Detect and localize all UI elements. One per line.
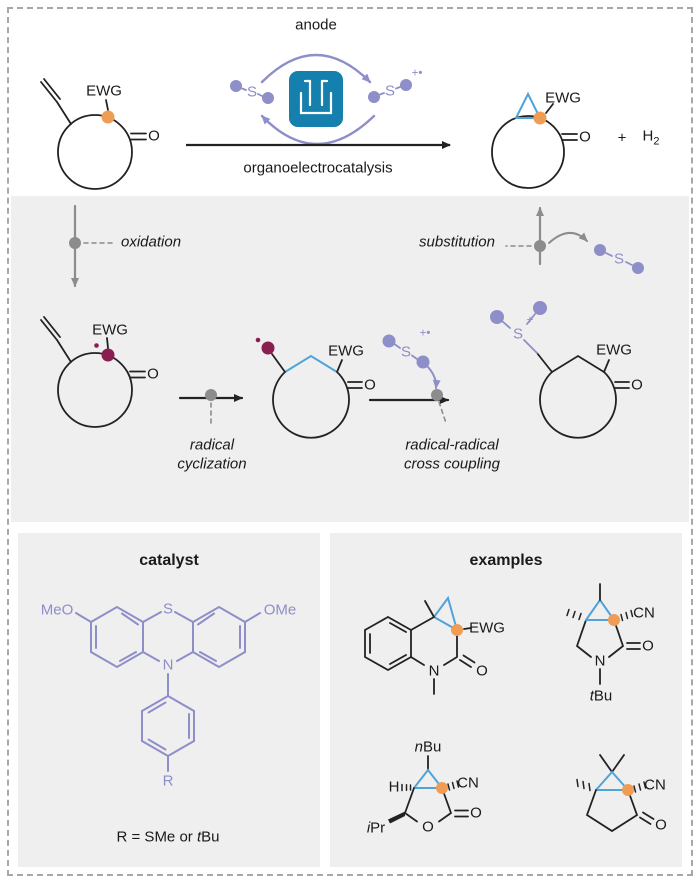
example-2-structure [566,583,641,685]
sulfonium-ewg-label: EWG [596,341,632,359]
radical-cation-charge: +• [411,67,423,80]
mediator-charge: +• [419,327,431,340]
example-1-structure [364,595,476,695]
cross-coupling-arrow [368,334,450,424]
radical-cation-mediator-right [368,79,412,103]
product-o-label: O [579,128,591,146]
cyclized-ewg-label: EWG [328,342,364,360]
mediator-curved-arrow [427,366,441,389]
example-1-o-label: O [476,662,488,680]
substitution-label: substitution [419,233,495,251]
released-s-label: S [613,250,625,268]
example-3-cn-label: CN [457,774,479,792]
catalyst-dot [205,389,217,401]
cyclization-arrow [178,389,244,427]
quaternary-carbon-orange-dot [608,614,620,626]
quaternary-carbon-orange-dot [451,624,463,636]
radical-substrate-o-label: O [147,365,159,383]
radical-carbon-maroon-dot [261,341,275,355]
example-3-ipr-label: iPr [366,819,386,837]
electrolysis-cell-icon [289,71,343,127]
phenothiazine-n-label: N [162,656,174,674]
substrate-ewg-label: EWG [86,82,122,100]
substrate-structure [40,78,147,190]
example-2-tbu-label: tBu [589,687,613,705]
mechanism-panel [11,196,689,522]
example-3-ring-o-label: O [422,818,434,836]
example-3-nbu-label: nBu [414,738,442,756]
example-2-n-label: N [594,652,606,670]
phenothiazine-structure [75,605,261,772]
cross-coupling-label-1: radical-radical [405,436,499,454]
sulfonium-structure [490,301,630,439]
release-curved-arrow [548,232,588,244]
new-bonds-blue [284,354,338,373]
example-1-ewg-label: EWG [469,619,505,637]
catalyst-panel [18,533,320,867]
radical-electron-dot [255,337,261,343]
released-thioether [594,244,644,274]
anode-label: anode [295,16,337,34]
mediator-s-label: S [400,343,412,361]
cross-coupling-label-2: cross coupling [404,455,500,473]
r-definition-label: R = SMe or tBu [116,828,220,846]
cyclopropane-ring [515,91,542,119]
mediator-cycle [230,53,412,146]
examples-panel [330,533,682,867]
radical-substrate-ewg-label: EWG [92,321,128,339]
catalyst-dot [431,389,443,401]
radical-substrate-structure [40,316,146,428]
sulfonium-charge: + [526,314,534,327]
oxidation-label: oxidation [121,233,182,251]
mediator-left-s-label: S [246,83,258,101]
cyclized-o-label: O [364,376,376,394]
example-4-structure [576,754,655,833]
example-4-o-label: O [655,816,667,834]
mediator-right-s-label: S [384,82,396,100]
example-3-o-label: O [470,804,482,822]
ome-label: OMe [263,601,297,619]
radical-cation-mediator [382,334,430,369]
example-2-o-label: O [642,637,654,655]
quaternary-carbon-orange-dot [436,782,448,794]
plus-sign: + [617,129,627,147]
example-3-h-label: H [388,778,400,796]
quaternary-carbon-orange-dot [622,784,634,796]
example-3-structure [388,755,469,824]
thioether-mediator-left [230,80,274,104]
examples-title: examples [469,552,543,569]
sulfonium-methyls [490,301,547,329]
quaternary-carbon-orange-dot [533,111,547,125]
reaction-arrow-label: organoelectrocatalysis [243,159,393,177]
ipr-wedge-bond [388,811,405,824]
substitution-step [505,206,644,274]
catalyst-dot [69,237,81,249]
alpha-ch-orange-dot [101,110,115,124]
r-group-label: R [162,772,174,790]
meo-label: MeO [40,601,74,619]
catalyst-dot [534,240,546,252]
phenothiazine-s-label: S [162,600,174,618]
h2-label: H2 [642,127,660,148]
product-ewg-label: EWG [545,89,581,107]
radical-electron-dot [94,343,99,348]
sulfonium-o-label: O [631,376,643,394]
radical-cyclization-label-2: cyclization [177,455,247,473]
product-structure [491,91,578,189]
example-2-cn-label: CN [633,604,655,622]
catalyst-title: catalyst [139,552,199,569]
example-4-cn-label: CN [644,776,666,794]
oxidation-step [69,204,114,288]
dashed-border [7,7,693,876]
substrate-o-label: O [148,127,160,145]
cycle-arrow-top [260,53,372,84]
electrode-glyph [299,79,333,115]
sulfonium-s-label: S [512,325,524,343]
example-1-n-label: N [428,662,440,680]
radical-carbon-maroon-dot [101,348,115,362]
radical-cyclization-label-1: radical [189,436,235,454]
cyclized-radical-structure [255,337,363,439]
